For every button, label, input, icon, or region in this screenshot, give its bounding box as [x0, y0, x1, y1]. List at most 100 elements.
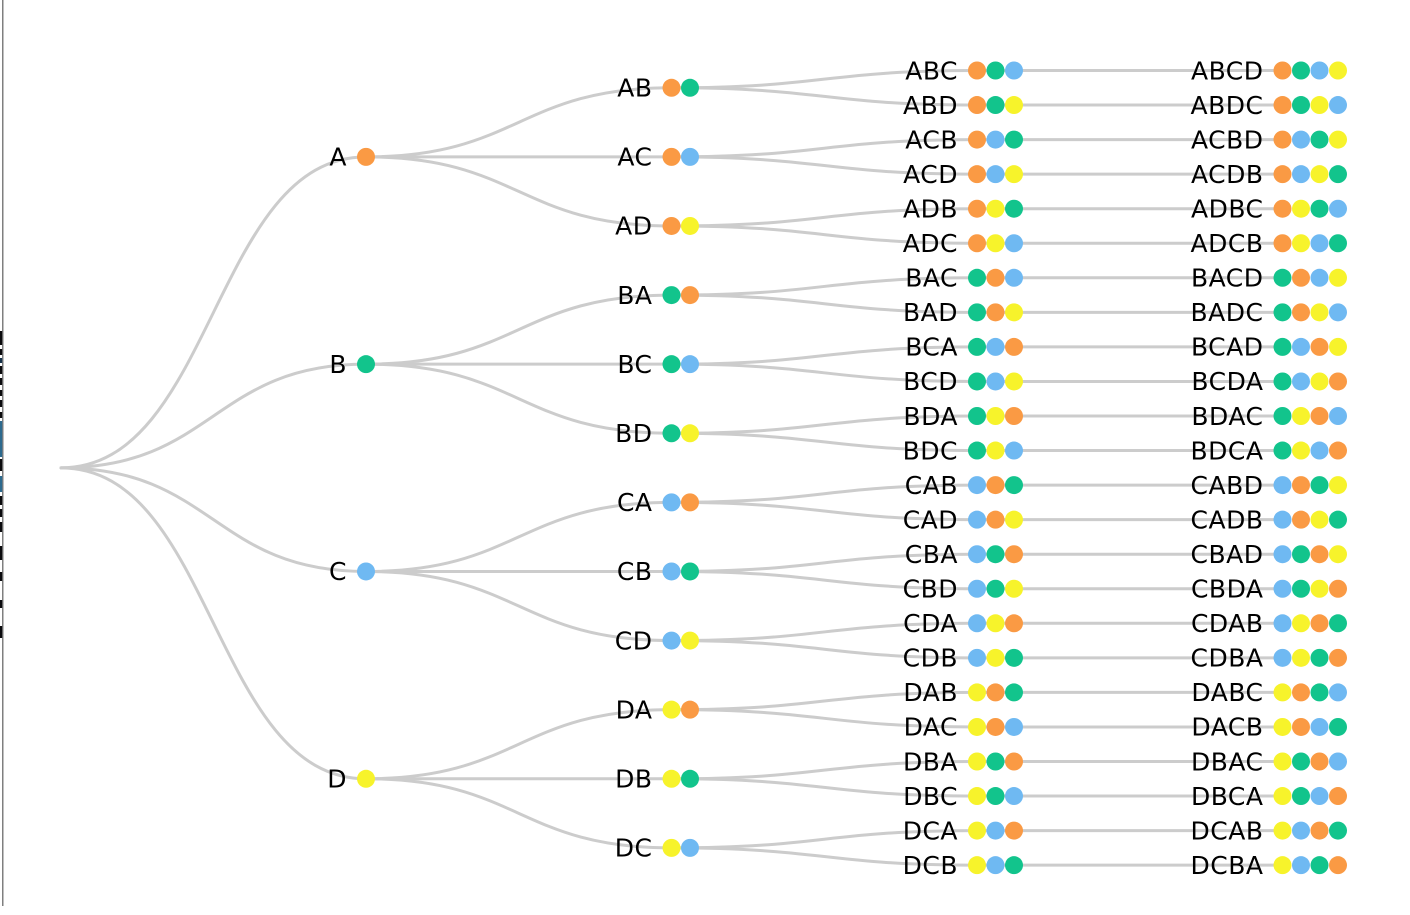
tree-link [670, 777, 979, 798]
tree-node-acdb: ACDB [1191, 160, 1347, 189]
dot-a [986, 476, 1005, 495]
dot-c [662, 493, 681, 512]
dot-d [1005, 510, 1023, 529]
dot-d [1329, 545, 1347, 564]
left-edge-artifact [0, 400, 3, 407]
dot-c [1273, 579, 1292, 598]
tree-link [670, 846, 979, 867]
dot-d [968, 683, 986, 702]
tree-node-abd: ABD [903, 91, 1023, 120]
tree-node-cadb: CADB [1191, 505, 1347, 534]
tree-link [364, 155, 673, 228]
dot-c [1005, 717, 1023, 736]
dot-c [1273, 510, 1292, 529]
dot-c [1310, 268, 1329, 287]
dot-a [1310, 752, 1329, 771]
dot-b [1310, 648, 1329, 667]
dot-b [1005, 130, 1023, 149]
node-label: DBCA [1191, 782, 1264, 811]
dot-c [986, 130, 1005, 149]
node-label: BC [617, 350, 652, 379]
node-label: CBA [905, 540, 958, 569]
node-label: BAD [903, 298, 958, 327]
dot-a [1292, 683, 1310, 702]
tree-link [670, 431, 979, 453]
dot-a [986, 683, 1005, 702]
dot-c [1329, 303, 1347, 322]
dot-b [1292, 61, 1310, 80]
dot-b [1329, 510, 1347, 529]
dot-c [968, 579, 986, 598]
dot-d [1292, 199, 1310, 218]
dot-d [968, 856, 986, 875]
dot-c [1329, 407, 1347, 425]
dot-b [1329, 821, 1347, 840]
tree-link [364, 777, 673, 850]
node-label: CAD [903, 505, 958, 534]
dot-c [662, 562, 681, 581]
node-label: CDBA [1191, 644, 1264, 673]
dot-c [986, 856, 1005, 875]
dot-b [1273, 407, 1292, 425]
dot-d [1310, 372, 1329, 391]
node-label: DBAC [1191, 747, 1264, 776]
left-edge-artifact [0, 522, 3, 532]
dot-c [986, 372, 1005, 391]
dot-b [1329, 234, 1347, 253]
dot-c [1273, 648, 1292, 667]
dot-c [1292, 372, 1310, 391]
tree-node-acd: ACD [903, 160, 1023, 189]
dot-a [1292, 717, 1310, 736]
dot-a [681, 700, 699, 719]
dot-c [1310, 787, 1329, 806]
tree-node-dcab: DCAB [1191, 816, 1347, 845]
dot-b [968, 268, 986, 287]
tree-node-ab: AB [617, 74, 699, 103]
node-label: AC [617, 143, 652, 172]
dot-d [1310, 96, 1329, 115]
dot-a [1329, 579, 1347, 598]
dot-a [968, 199, 986, 218]
dot-c [681, 147, 699, 166]
dot-a [1292, 510, 1310, 529]
dot-b [968, 441, 986, 460]
dot-a [968, 234, 986, 253]
dot-b [1005, 199, 1023, 218]
tree-link [670, 138, 979, 159]
dot-b [968, 372, 986, 391]
tree-link [670, 155, 979, 176]
dot-c [986, 821, 1005, 840]
tree-link [670, 621, 979, 643]
node-label: BCD [903, 367, 958, 396]
tree-node-dcba: DCBA [1191, 851, 1347, 880]
dot-b [1273, 372, 1292, 391]
dot-c [1273, 545, 1292, 564]
node-label: CB [617, 557, 653, 586]
dot-a [968, 61, 986, 80]
dot-a [1005, 407, 1023, 425]
tree-link [670, 552, 979, 573]
dot-b [1310, 683, 1329, 702]
dot-d [1329, 61, 1347, 80]
dot-a [1273, 61, 1292, 80]
dot-d [1005, 96, 1023, 115]
tree-node-dac: DAC [904, 713, 1023, 742]
dot-a [1329, 856, 1347, 875]
dot-d [662, 700, 681, 719]
node-label: DAB [903, 678, 958, 707]
node-label: ACB [905, 125, 958, 154]
dot-c [1005, 787, 1023, 806]
dot-d [1005, 372, 1023, 391]
dot-d [1292, 441, 1310, 460]
dot-b [1292, 96, 1310, 115]
dot-c [986, 165, 1005, 184]
tree-link [670, 224, 979, 245]
node-label: ADB [903, 194, 958, 223]
tree-node-dbac: DBAC [1191, 747, 1347, 776]
tree-node-cdb: CDB [903, 644, 1023, 673]
dot-c [1273, 614, 1292, 633]
tree-link [670, 276, 979, 297]
tree-node-abcd: ABCD [1191, 56, 1347, 85]
dot-a [1273, 165, 1292, 184]
